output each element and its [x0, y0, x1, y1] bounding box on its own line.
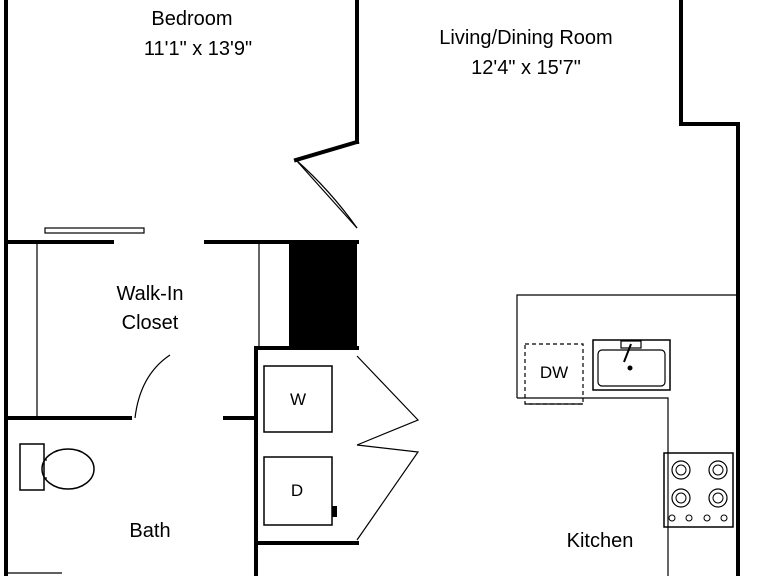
- kitchen-name: Kitchen: [567, 530, 634, 552]
- dryer-vent-icon: [332, 506, 337, 517]
- bedroom-size: 11'1" x 13'9": [144, 38, 252, 60]
- bedroom-name: Bedroom: [151, 8, 232, 30]
- bedroom-door-swing: [295, 159, 358, 229]
- closet-door-swing: [134, 354, 171, 419]
- dishwasher-label: DW: [540, 363, 568, 382]
- counter-outline-top: [516, 294, 738, 398]
- living-room-name: Living/Dining Room: [439, 27, 612, 49]
- bedroom-door-jamb: [293, 139, 360, 163]
- bedroom-window-sill: [44, 227, 145, 234]
- burner-icon: [671, 488, 691, 508]
- walls: [4, 0, 740, 576]
- faucet-base: [620, 340, 642, 349]
- sink-outer: [592, 339, 671, 391]
- toilet-bowl-icon: [41, 448, 95, 490]
- sink-basin-icon: [597, 349, 666, 387]
- dryer-box: [263, 456, 333, 526]
- burner-icon: [708, 460, 728, 480]
- stove-knob-icon: [703, 514, 711, 522]
- stove-knob-icon: [668, 514, 676, 522]
- stove-knob-icon: [685, 514, 693, 522]
- laundry-door-lower: [356, 444, 420, 541]
- laundry-door-upper: [356, 355, 420, 446]
- washer-box: [263, 365, 333, 433]
- counter-outline-side: [517, 397, 669, 576]
- closet-shelving: [36, 227, 260, 416]
- living-east-wall: [679, 0, 740, 296]
- bath-fixtures: [8, 443, 95, 574]
- bedroom-door-leaf: [295, 159, 358, 229]
- closet-name-line1: Walk-In: [116, 283, 183, 305]
- stove-box: [663, 452, 734, 528]
- sink-drain-icon: [627, 365, 633, 371]
- structural-column: [289, 242, 357, 348]
- laundry-appliances: W D: [263, 365, 337, 526]
- kitchen-counter: DW: [516, 294, 738, 576]
- room-labels: Bedroom 11'1" x 13'9" Living/Dining Room…: [116, 8, 633, 552]
- living-room-size: 12'4" x 15'7": [471, 57, 581, 79]
- closet-name-line2: Closet: [122, 312, 179, 334]
- burner-icon: [671, 460, 691, 480]
- doors: [134, 159, 420, 541]
- dryer-label: D: [291, 481, 303, 500]
- burner-icon: [708, 488, 728, 508]
- toilet-tank: [19, 443, 45, 491]
- stove-knob-icon: [720, 514, 728, 522]
- faucet-icon: [623, 343, 632, 363]
- washer-label: W: [290, 390, 306, 409]
- bath-name: Bath: [129, 520, 170, 542]
